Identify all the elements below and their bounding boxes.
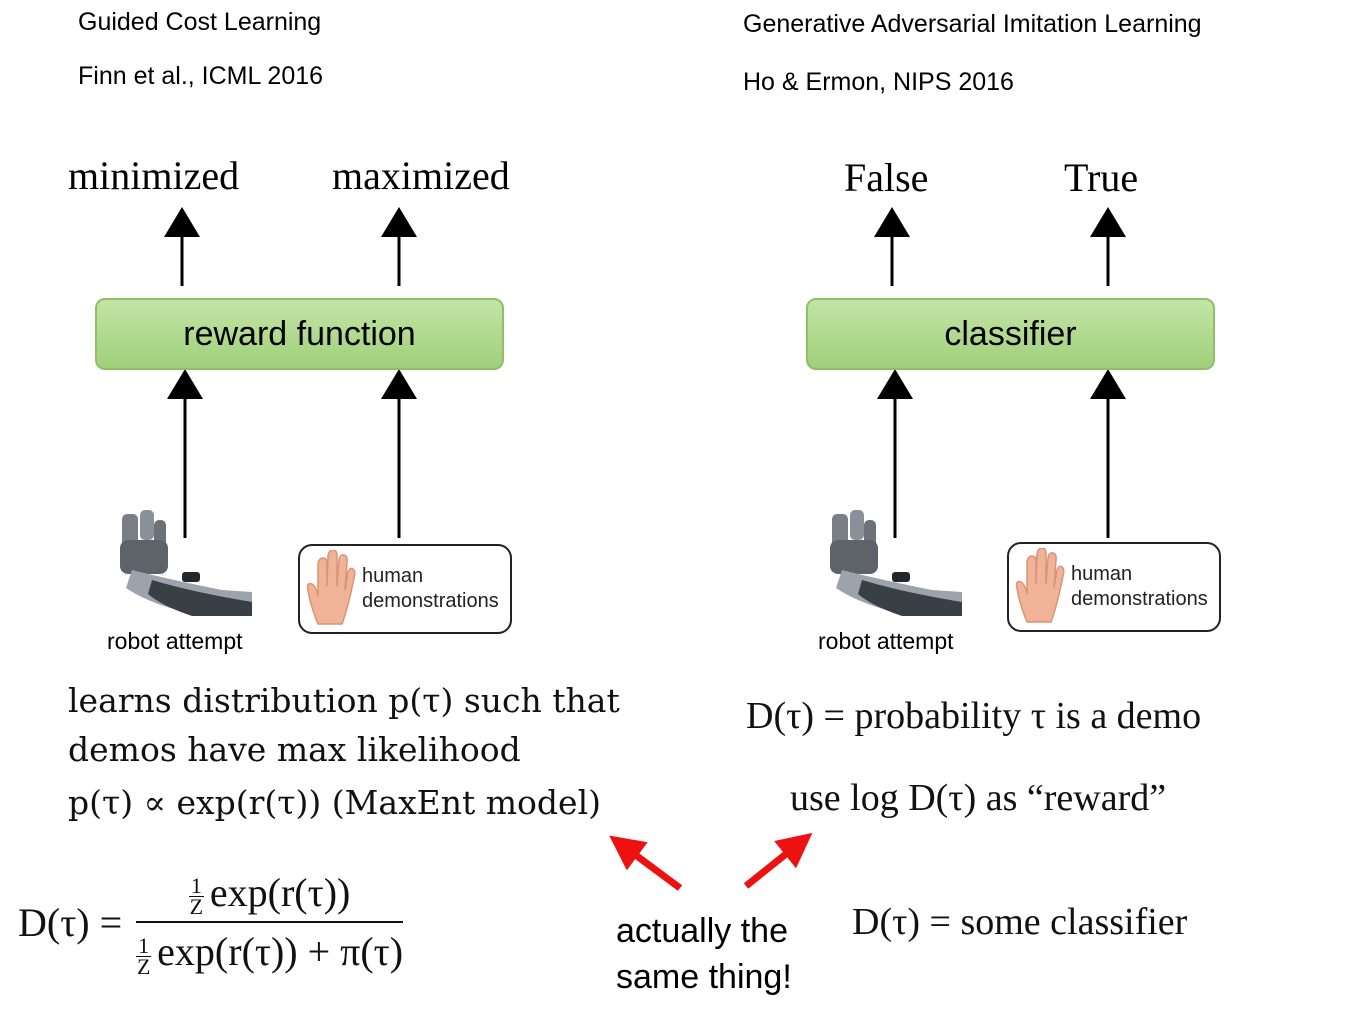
eq-fraction: 1 Z exp(r(τ)) 1 Z exp(r(τ)) + π(τ) <box>136 868 404 979</box>
right-output-false: False <box>844 155 929 200</box>
eq-num-one: 1 <box>188 873 204 899</box>
eq-numerator: exp(r(τ)) <box>209 870 351 915</box>
right-citation: Ho & Ermon, NIPS 2016 <box>743 68 1014 96</box>
left-citation: Finn et al., ICML 2016 <box>78 62 324 90</box>
left-output-maximized: maximized <box>332 153 510 198</box>
eq-num-frac: 1 Z <box>188 873 204 920</box>
left-desc-line1: learns distribution p(τ) such that <box>68 681 620 720</box>
left-demo-label-demos: demonstrations <box>362 590 499 612</box>
left-desc-line2: demos have max likelihood <box>68 730 521 769</box>
right-title: Generative Adversarial Imitation Learnin… <box>743 10 1202 38</box>
right-desc-line2: use log D(τ) as “reward” <box>790 777 1167 819</box>
eq-lhs: D(τ) = <box>18 899 123 945</box>
eq-num-z: Z <box>189 894 204 920</box>
human-hand-icon <box>306 550 356 625</box>
right-output-true: True <box>1064 155 1139 200</box>
left-description: learns distribution p(τ) such that demos… <box>68 676 620 827</box>
eq-denominator: exp(r(τ)) + π(τ) <box>157 929 404 975</box>
left-robot-label: robot attempt <box>107 628 243 654</box>
human-hand-icon <box>1015 548 1065 623</box>
left-demo-box: human demonstrations <box>298 544 512 634</box>
discriminator-equation: D(τ) = 1 Z exp(r(τ)) 1 Z exp(r(τ)) + π(τ… <box>18 868 404 979</box>
right-demo-label-human: human <box>1071 563 1133 585</box>
classifier-equation: D(τ) = some classifier <box>852 901 1188 943</box>
red-arrow-right <box>743 832 813 889</box>
left-demo-label-human: human <box>362 565 424 587</box>
note-line1: actually the <box>616 912 788 950</box>
reward-function-label: reward function <box>183 314 416 353</box>
left-title: Guided Cost Learning <box>78 8 322 36</box>
eq-den-frac: 1 Z <box>136 932 152 979</box>
classifier-label: classifier <box>944 314 1077 353</box>
note-line2: same thing! <box>616 958 792 996</box>
right-desc-line1: D(τ) = probability τ is a demo <box>746 695 1202 737</box>
right-demo-box: human demonstrations <box>1007 542 1221 632</box>
same-thing-note: actually the same thing! <box>616 908 792 1000</box>
eq-den-one: 1 <box>136 932 152 958</box>
robot-hand-icon <box>120 510 252 616</box>
eq-den-z: Z <box>136 953 151 979</box>
right-robot-label: robot attempt <box>818 628 954 654</box>
classifier-box: classifier <box>806 298 1215 370</box>
red-arrow-left <box>609 835 683 891</box>
robot-hand-icon <box>830 510 962 616</box>
left-desc-line3: p(τ) ∝ exp(r(τ)) (MaxEnt model) <box>68 783 602 822</box>
right-demo-label-demos: demonstrations <box>1071 588 1208 610</box>
left-output-minimized: minimized <box>68 153 240 198</box>
reward-function-box: reward function <box>95 298 504 370</box>
